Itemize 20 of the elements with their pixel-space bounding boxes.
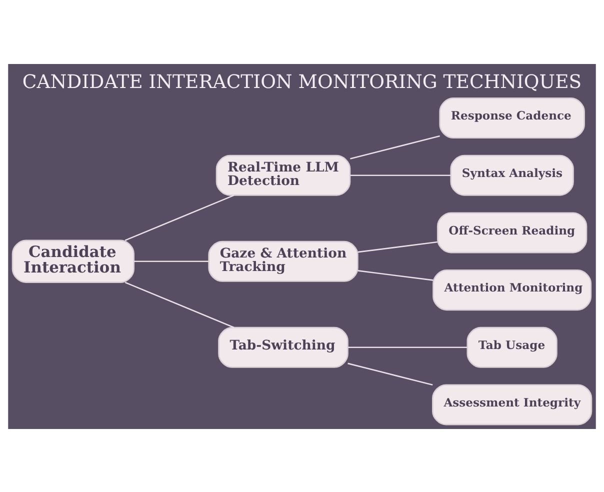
- node-box: Attention Monitoring: [432, 269, 592, 310]
- node-box: Gaze & Attention Tracking: [208, 240, 358, 282]
- connector: [358, 270, 434, 280]
- connector: [124, 194, 234, 240]
- node-box: Tab Usage: [466, 326, 558, 368]
- connector: [350, 134, 440, 159]
- connector: [134, 260, 209, 262]
- node-box: Assessment Integrity: [432, 384, 592, 425]
- node-box: Off-Screen Reading: [436, 212, 588, 253]
- node-box: Response Cadence: [439, 97, 585, 138]
- node-box: Syntax Analysis: [450, 154, 574, 196]
- connector: [348, 362, 433, 386]
- node-box: Real-Time LLM Detection: [216, 154, 351, 196]
- connector: [358, 240, 438, 252]
- node-box: Tab-Switching: [218, 326, 348, 368]
- diagram-title: CANDIDATE INTERACTION MONITORING TECHNIQUES: [22, 71, 582, 92]
- node-box: Candidate Interaction: [12, 239, 134, 282]
- connector: [124, 281, 234, 328]
- connector: [348, 346, 468, 348]
- connector: [350, 174, 451, 176]
